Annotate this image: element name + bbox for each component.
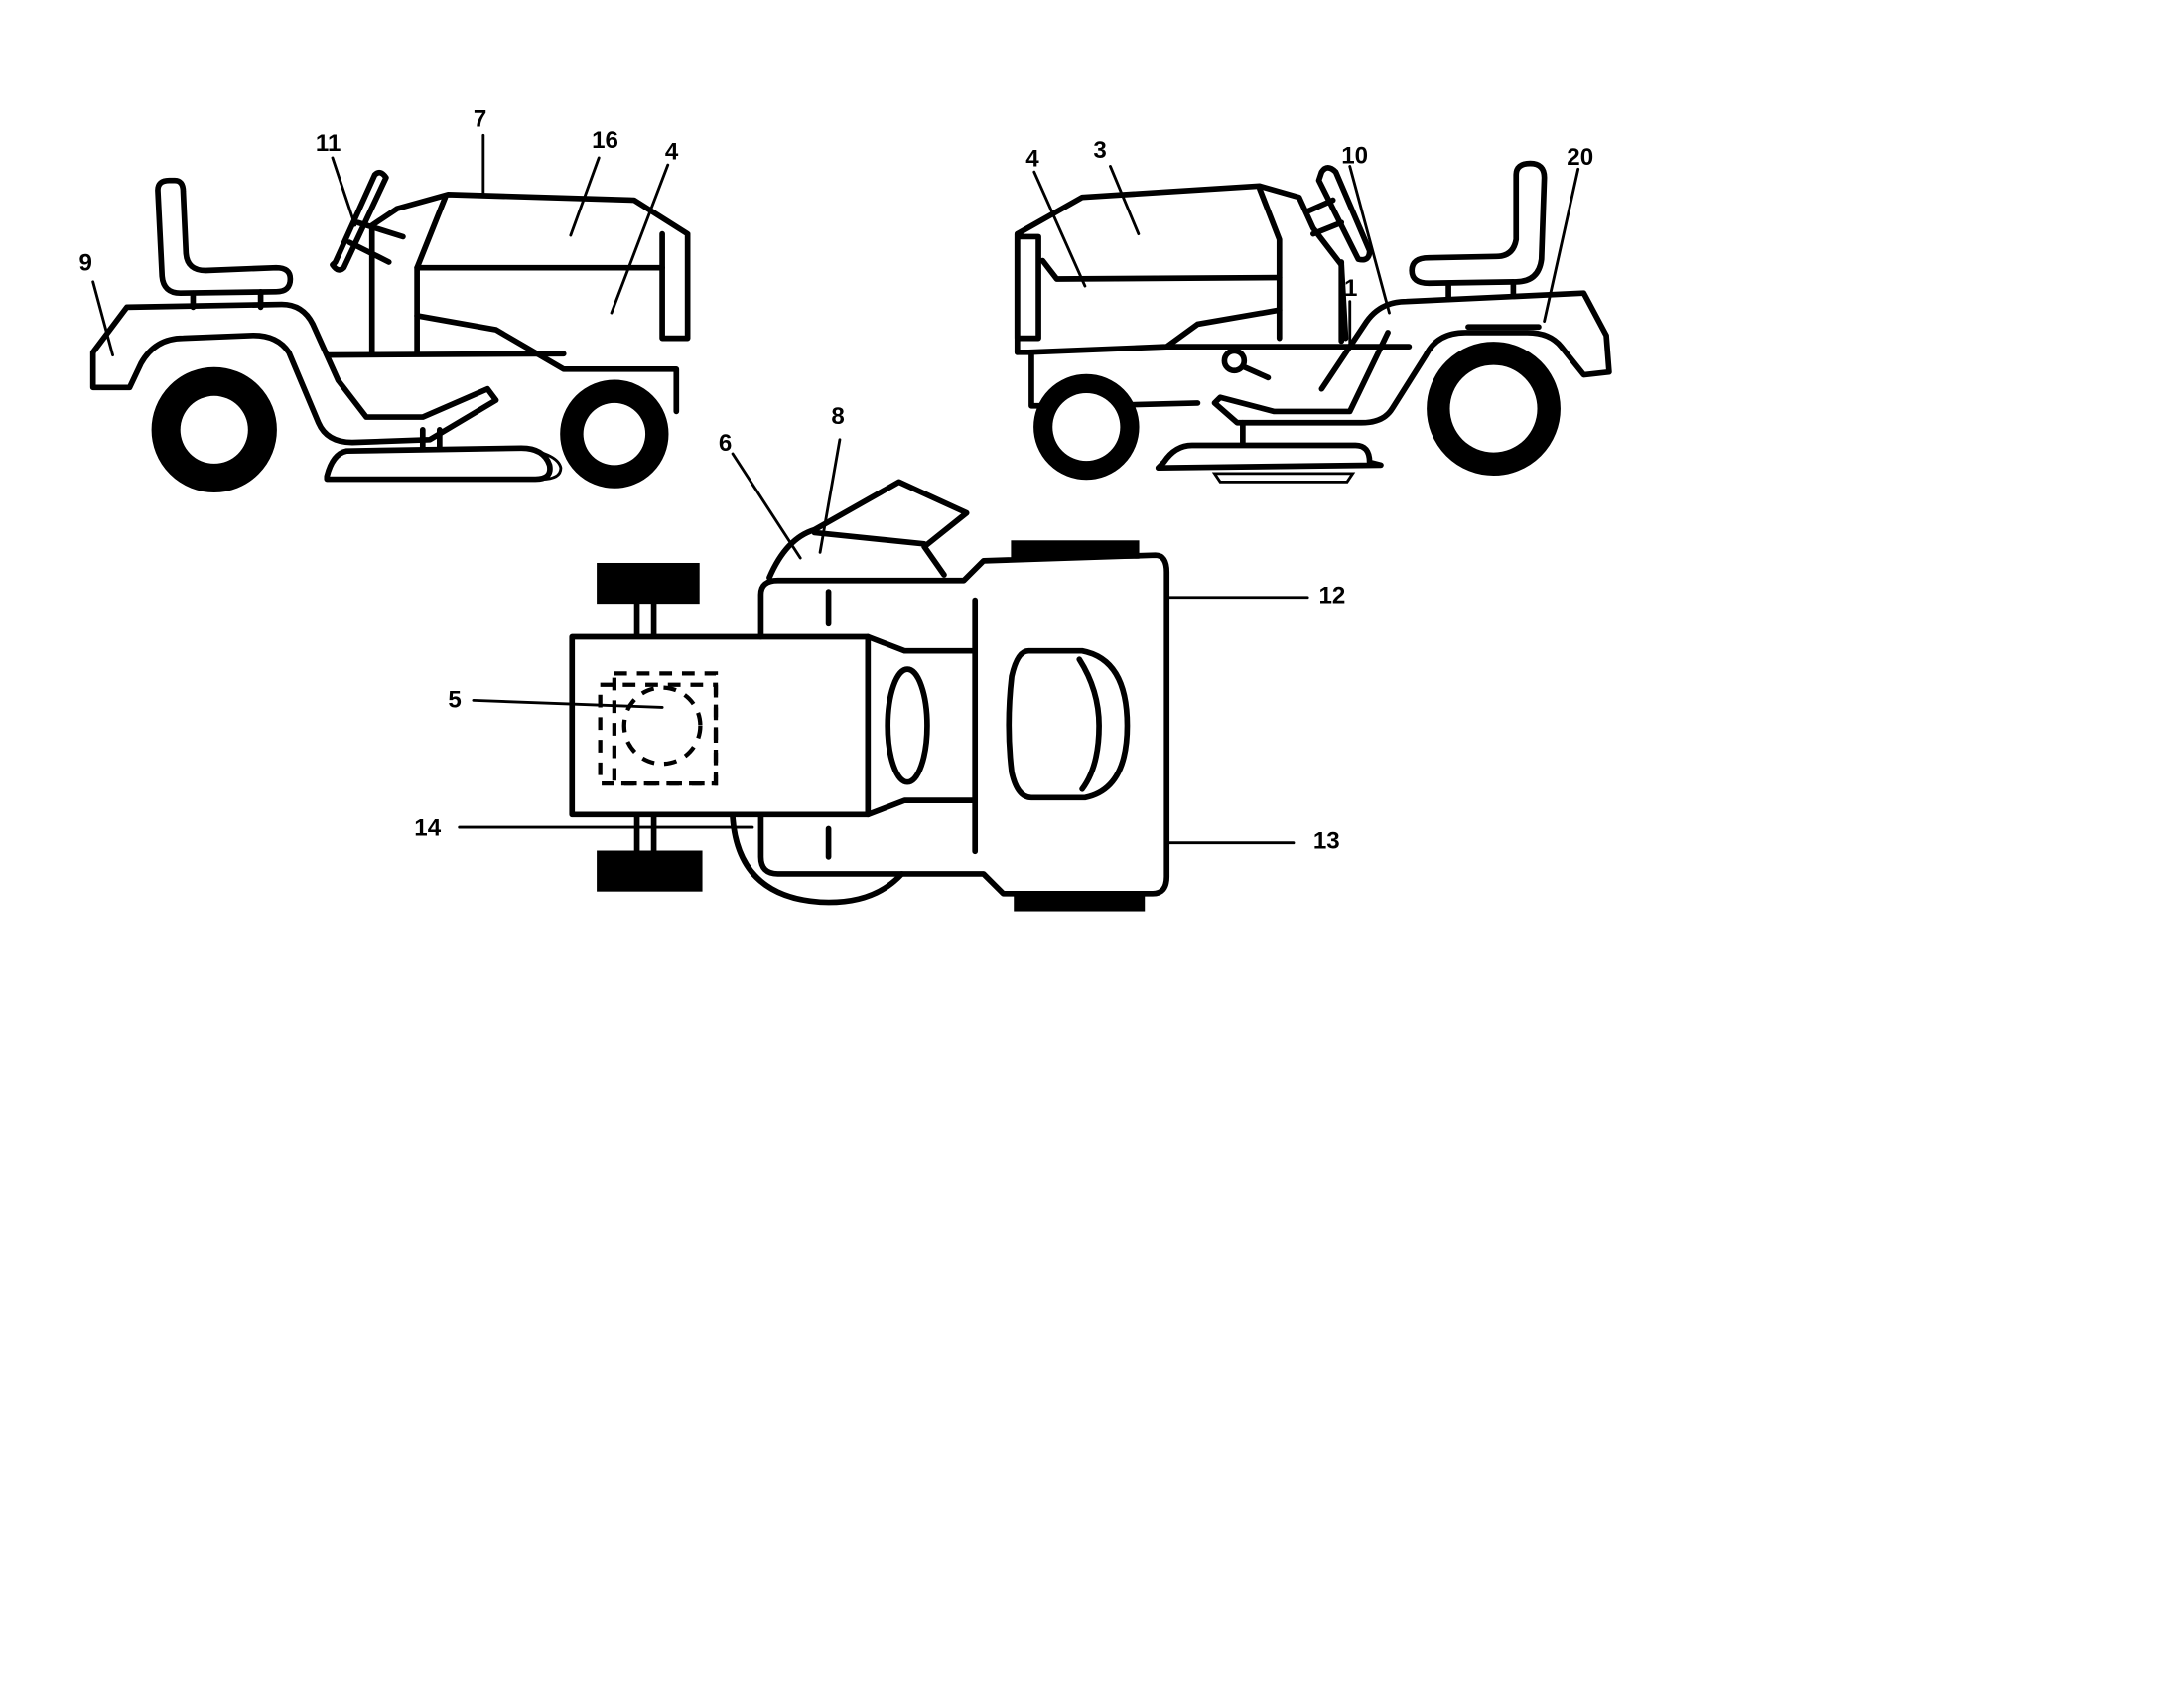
right-side-view: 4 3 10 1 20	[1014, 137, 1612, 484]
rear-fender	[89, 301, 499, 446]
hood	[368, 192, 691, 355]
leader-5	[472, 698, 664, 709]
mower-deck	[1155, 442, 1384, 472]
callout-8: 8	[831, 403, 844, 430]
hood-oval-inner	[1076, 656, 1102, 792]
callout-1: 1	[1344, 275, 1357, 302]
steering-column	[346, 239, 392, 265]
leader-10	[1348, 165, 1391, 315]
leader-11	[331, 156, 357, 227]
callout-7: 7	[474, 106, 486, 133]
hood-panel	[1039, 257, 1283, 282]
front-wheel-hub	[1052, 392, 1121, 462]
callout-14: 14	[414, 815, 441, 842]
steering-area	[865, 633, 979, 818]
rear-tire-bottom	[597, 850, 703, 892]
lift-lever	[1240, 363, 1272, 381]
hood-front-grille	[1014, 230, 1041, 342]
callout-4-right: 4	[1025, 145, 1039, 172]
deck-chute	[519, 446, 563, 481]
frame-line	[324, 351, 567, 358]
front-tire-top	[1011, 540, 1140, 559]
rear-tire-top	[597, 562, 700, 605]
deck-skirt	[1211, 472, 1356, 484]
seat	[155, 177, 294, 297]
steering-wheel	[885, 666, 930, 785]
leader-16	[569, 156, 601, 237]
leader-4	[1032, 170, 1087, 288]
chute-line	[811, 529, 927, 547]
mower-deck	[324, 445, 553, 483]
callout-6: 6	[719, 430, 732, 457]
hood-lower	[414, 313, 680, 415]
callout-4-left: 4	[665, 138, 679, 165]
leader-3	[1109, 165, 1141, 236]
deck-outline	[730, 814, 905, 906]
rear-fender	[1211, 290, 1612, 426]
leader-9	[91, 280, 114, 357]
seat-outline	[621, 685, 703, 767]
callout-11: 11	[316, 130, 341, 157]
steering-column	[1304, 197, 1336, 214]
battery-outline-inner	[612, 671, 719, 786]
callout-3: 3	[1093, 137, 1106, 164]
leader-4	[610, 163, 670, 315]
front-tire-bottom	[1014, 893, 1146, 912]
hood-side	[1257, 186, 1283, 342]
discharge-chute	[766, 479, 970, 581]
steering-column	[1310, 219, 1345, 237]
callout-5: 5	[448, 686, 461, 713]
center-body	[757, 552, 1170, 897]
callout-10: 10	[1341, 143, 1368, 170]
rear-wheel-hub	[180, 395, 248, 464]
leader-20	[1543, 167, 1580, 324]
rear-wheel-hub	[1449, 364, 1538, 453]
seat	[1409, 160, 1548, 287]
callout-13: 13	[1313, 827, 1340, 854]
hood	[1014, 183, 1349, 355]
steering-wheel	[1315, 165, 1373, 263]
callout-12: 12	[1319, 582, 1346, 609]
hood-oval	[1006, 647, 1131, 801]
leader-6	[731, 452, 802, 560]
front-wheel-hub	[583, 402, 646, 466]
lift-lever-knob	[1221, 348, 1248, 374]
hood-panel	[414, 194, 449, 355]
top-view: 6 8 5 14 12 13	[414, 403, 1346, 912]
steering-column	[354, 219, 406, 240]
callout-9: 9	[78, 249, 91, 276]
callout-20: 20	[1567, 144, 1593, 171]
leader-8	[818, 438, 842, 554]
callout-16: 16	[592, 127, 618, 154]
left-side-view: 9 11 7 16 4	[78, 106, 691, 493]
